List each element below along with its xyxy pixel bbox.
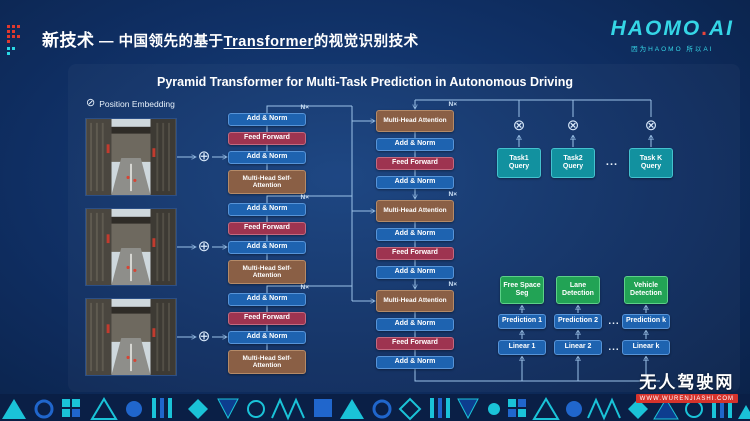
predictions-ellipsis: ...: [608, 316, 620, 327]
watermark-url: WWW.WURENJIASHI.COM: [635, 394, 738, 403]
n-times-label: N×: [300, 284, 310, 291]
task-query-block: Task K Query: [629, 148, 673, 178]
self-attention-block: Multi-Head Self-Attention: [228, 170, 306, 194]
feed-forward-block: Feed Forward: [228, 132, 306, 145]
n-times-label: N×: [300, 194, 310, 201]
decorative-footer-pattern: [0, 394, 750, 421]
slide-title: 新技术 — 中国领先的基于Transformer的视觉识别技术: [42, 26, 419, 51]
haomo-logo: HAOMO.AI 因为HAOMO 所以AI: [611, 17, 734, 53]
query-attention-node: ⊗: [566, 117, 580, 134]
add-norm-block: Add & Norm: [228, 331, 306, 344]
logo-left: HAOMO: [610, 17, 702, 40]
n-times-label: N×: [448, 191, 458, 198]
slide-title-part1: 中国领先的基于: [118, 34, 224, 50]
prediction-block: Prediction 2: [554, 314, 602, 329]
position-add-node: ⊕: [197, 328, 211, 345]
task-head-block: Vehicle Detection: [624, 276, 668, 304]
watermark: 无人驾驶网 WWW.WURENJIASHI.COM: [635, 368, 738, 403]
encoder-stack: N× Add & Norm Feed Forward Add & Norm Mu…: [228, 284, 309, 374]
add-norm-block: Add & Norm: [228, 113, 306, 126]
haomo-logo-slogan: 因为HAOMO 所以AI: [631, 46, 714, 53]
multi-head-attention-block: Multi-Head Attention: [376, 110, 454, 132]
add-norm-block: Add & Norm: [376, 228, 454, 241]
feed-forward-block: Feed Forward: [376, 157, 454, 170]
encoder-stack: N× Add & Norm Feed Forward Add & Norm Mu…: [228, 104, 309, 194]
linears-ellipsis: ...: [608, 342, 620, 353]
queries-ellipsis: ...: [605, 156, 619, 168]
logo-dot: .: [701, 17, 709, 40]
n-times-label: N×: [300, 104, 310, 111]
decoder-stack: N× Multi-Head Attention Add & Norm Feed …: [376, 101, 457, 189]
slide-title-transformer: Transformer: [223, 34, 314, 50]
watermark-name: 无人驾驶网: [639, 373, 735, 392]
slide-title-prefix: 新技术: [42, 31, 95, 50]
encoder-stack: N× Add & Norm Feed Forward Add & Norm Mu…: [228, 194, 309, 284]
street-image-3: [85, 298, 177, 376]
position-embedding-legend: ⊘ Position Embedding: [86, 98, 175, 109]
task-query-block: Task1 Query: [497, 148, 541, 178]
street-image-2: [85, 208, 177, 286]
n-times-label: N×: [448, 281, 458, 288]
pixel-grid-decoration: [7, 25, 20, 55]
decoder-stack: N× Multi-Head Attention Add & Norm Feed …: [376, 191, 457, 279]
self-attention-block: Multi-Head Self-Attention: [228, 350, 306, 374]
street-scene-graphic: [86, 119, 176, 195]
task-head-block: Free Space Seg: [500, 276, 544, 304]
add-norm-block: Add & Norm: [228, 293, 306, 306]
add-norm-block: Add & Norm: [228, 241, 306, 254]
query-attention-node: ⊗: [644, 117, 658, 134]
decoder-stack: N× Multi-Head Attention Add & Norm Feed …: [376, 281, 457, 369]
add-norm-block: Add & Norm: [376, 138, 454, 151]
haomo-logo-text: HAOMO.AI: [611, 17, 734, 41]
feed-forward-block: Feed Forward: [376, 247, 454, 260]
feed-forward-block: Feed Forward: [376, 337, 454, 350]
slide-title-dash: —: [94, 34, 119, 50]
task-head-block: Lane Detection: [556, 276, 600, 304]
add-norm-block: Add & Norm: [376, 266, 454, 279]
add-norm-block: Add & Norm: [228, 203, 306, 216]
street-image-1: [85, 118, 177, 196]
logo-right: AI: [709, 17, 734, 40]
linear-block: Linear 2: [554, 340, 602, 355]
position-add-node: ⊕: [197, 238, 211, 255]
query-attention-node: ⊗: [512, 117, 526, 134]
prediction-block: Prediction k: [622, 314, 670, 329]
position-add-node: ⊕: [197, 148, 211, 165]
street-scene-graphic: [86, 209, 176, 285]
add-norm-block: Add & Norm: [376, 176, 454, 189]
add-norm-block: Add & Norm: [376, 356, 454, 369]
street-scene-graphic: [86, 299, 176, 375]
feed-forward-block: Feed Forward: [228, 312, 306, 325]
diagram-title: Pyramid Transformer for Multi-Task Predi…: [156, 75, 574, 89]
position-embedding-icon: ⊘: [86, 97, 96, 109]
multi-head-attention-block: Multi-Head Attention: [376, 200, 454, 222]
linear-block: Linear 1: [498, 340, 546, 355]
multi-head-attention-block: Multi-Head Attention: [376, 290, 454, 312]
linear-block: Linear k: [622, 340, 670, 355]
add-norm-block: Add & Norm: [228, 151, 306, 164]
task-query-block: Task2 Query: [551, 148, 595, 178]
self-attention-block: Multi-Head Self-Attention: [228, 260, 306, 284]
feed-forward-block: Feed Forward: [228, 222, 306, 235]
n-times-label: N×: [448, 101, 458, 108]
slide-title-part2: 的视觉识别技术: [313, 34, 419, 50]
prediction-block: Prediction 1: [498, 314, 546, 329]
position-embedding-label: Position Embedding: [99, 98, 175, 109]
add-norm-block: Add & Norm: [376, 318, 454, 331]
